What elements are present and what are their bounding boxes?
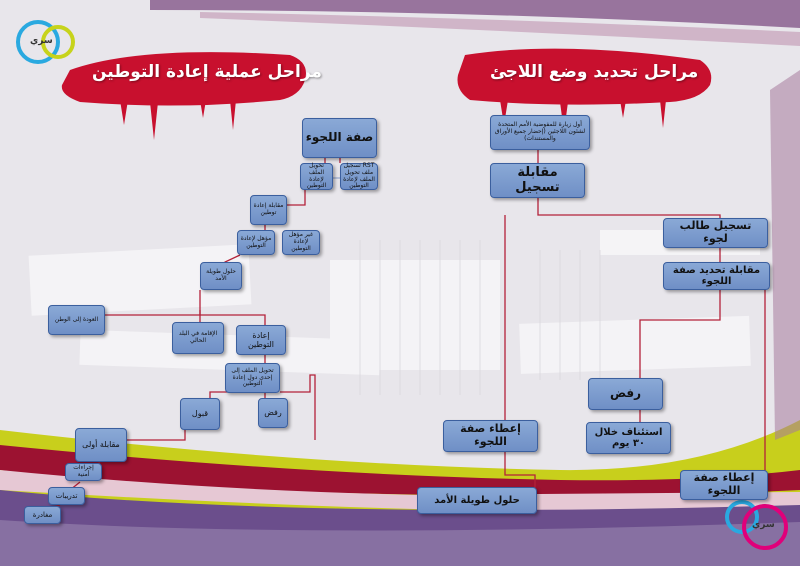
box-security-procedures: إجراءات أمنية [65,463,102,481]
box-accepted: قبول [180,398,220,430]
box-initial-interview: مقابلة أولى [75,428,127,462]
logo-top-left [16,20,75,64]
banner-right-red [457,48,712,105]
background-grid-lines [359,240,601,395]
box-rejected: رفض [258,398,288,428]
box-rejection: رفض [588,378,663,410]
box-asylum-seeker-registration: تسجيل طالب لجوء [663,218,768,248]
box-trainings: تدريبات [48,487,85,505]
rsd-connectors [504,150,766,490]
banner-left-red [61,52,307,106]
box-durable-solutions: حلول طويلة الأمد [417,487,537,514]
box-grant-refugee-status-right: إعطاء صفة اللجوء [680,470,768,500]
logo-bottom-right-text: ﺳﺮﻱ [752,520,775,530]
box-resettlement: إعادة التوطين [236,325,286,355]
title-rsd-stages: مراحل تحديد وضع اللاجئ [490,62,699,82]
box-resettlement-interview: مقابلة إعادة توطين [250,195,287,225]
box-return-home: العودة إلى الوطن [48,305,105,335]
box-refugee-status: صفة اللجوء [302,118,377,158]
logo-top-left-text: ﺳﺮﻱ [30,36,53,46]
logo-bottom-right [725,500,788,550]
box-long-term-solutions: حلول طويلة الأمد [200,262,242,290]
box-local-integration: الإقامة في البلد الحالي [172,322,224,354]
bottom-pink-band [0,470,800,513]
bottom-lilac-band [0,520,800,566]
box-appeal-30-days: استئناف خلال ٣٠ يوم [586,422,671,454]
box-not-eligible-resettlement: غير مؤهل لإعادة التوطين [282,230,320,255]
title-resettlement-stages: مراحل عملية إعادة التوطين [92,62,322,82]
box-rst-referral: RST تسجيل ملف تحويل الملف لإعادة التوطين [340,162,378,190]
box-grant-refugee-status-left: إعطاء صفة اللجوء [443,420,538,452]
box-status-determination-interview: مقابلة تحديد صفة اللجوء [663,262,770,290]
box-departure: مغادرة [24,506,61,524]
box-referral-resettlement-country: تحويل الملف إلى إحدى دول إعادة التوطين [225,363,280,393]
top-light-band [200,12,800,46]
box-file-referral-resettlement: تحويل الملف لإعادة التوطين [300,162,333,190]
top-purple-band [150,0,800,28]
bottom-crimson-band [0,445,800,496]
box-eligible-resettlement: مؤهل لإعادة التوطين [237,230,275,255]
box-registration-interview: مقابلة تسجيل [490,163,585,198]
banner-right-drips [500,100,666,132]
box-first-unhcr-visit: أول زيارة للمفوضية الأمم المتحدة لشئون ا… [490,115,590,150]
right-purple-band [770,70,800,440]
